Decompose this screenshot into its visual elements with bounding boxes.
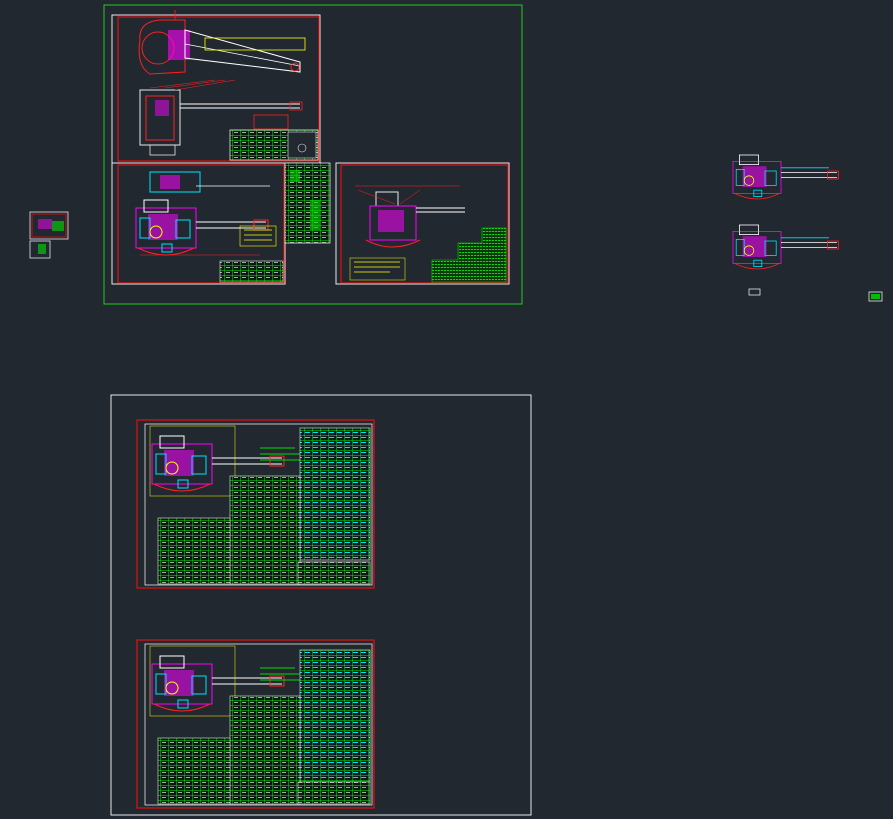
- gearbox-detail-lower[interactable]: [732, 224, 839, 270]
- gearbox-detail-upper[interactable]: [732, 154, 839, 200]
- small-block-ref[interactable]: [748, 288, 883, 302]
- top-sheet-set-frame[interactable]: [103, 4, 523, 305]
- sheet-parts-list-strip[interactable]: [284, 162, 331, 244]
- sheet-detail-view[interactable]: [335, 162, 510, 285]
- sheet-bom-2[interactable]: [136, 639, 375, 809]
- thumbnail-sheet[interactable]: [29, 211, 69, 259]
- bottom-sheet-set-frame[interactable]: [110, 394, 532, 816]
- sheet-section-view[interactable]: [111, 162, 286, 285]
- sheet-assembly-overview[interactable]: [111, 10, 321, 164]
- sheet-bom-1[interactable]: [136, 419, 375, 589]
